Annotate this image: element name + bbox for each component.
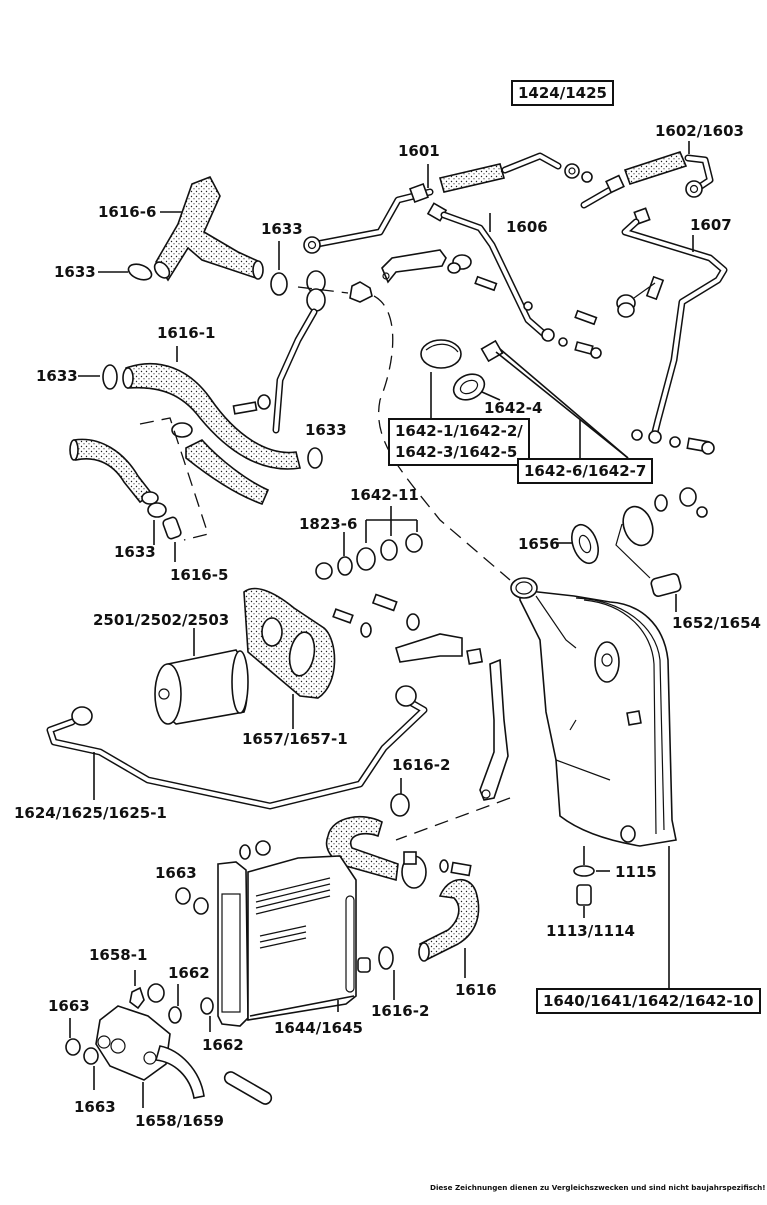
label-1658-1: 1658-1 (89, 946, 148, 964)
label-1633-c: 1633 (36, 367, 78, 385)
label-1658-1659: 1658/1659 (135, 1112, 224, 1130)
label-1616-2-b: 1616-2 (371, 1002, 430, 1020)
dipstick-1642-6 (480, 339, 629, 459)
label-1663-a: 1663 (155, 864, 197, 882)
label-1823-6: 1823-6 (299, 515, 358, 533)
clamp-1616-2-a (390, 778, 410, 817)
label-1616-5: 1616-5 (170, 566, 229, 584)
nuts-1663-1662 (65, 887, 214, 1090)
plate-1656 (556, 523, 599, 565)
label-1633-b: 1633 (261, 220, 303, 238)
dipstick-tube-parts (232, 270, 511, 581)
label-1663-b: 1663 (48, 997, 90, 1015)
label-box-1424-1425: 1424/1425 (511, 80, 614, 106)
label-1656: 1656 (518, 535, 560, 553)
label-1616-2-a: 1616-2 (392, 756, 451, 774)
clamp-1616-2-b (378, 946, 395, 1000)
sender-1652-1654 (615, 487, 708, 612)
clamp-1633-a (98, 263, 153, 281)
oil-tank-1640 (510, 577, 677, 988)
filter-adapter-1657 (243, 587, 336, 729)
filler-cap-1642-1 (420, 339, 462, 418)
label-1642-4: 1642-4 (484, 399, 543, 417)
bracket-parts (381, 249, 635, 326)
oil-filter-2501 (154, 628, 249, 725)
label-1606: 1606 (506, 218, 548, 236)
mounting-hardware-1642-11 (315, 506, 484, 665)
label-1662-a: 1662 (168, 964, 210, 982)
pipe-clip (401, 851, 472, 889)
oil-line-1607 (616, 207, 728, 455)
oil-line-1606 (426, 202, 602, 359)
label-1602-1603: 1602/1603 (655, 122, 744, 140)
hose-1616-6 (153, 175, 264, 282)
label-1113-1114: 1113/1114 (546, 922, 635, 940)
oil-pump-1658 (95, 1005, 205, 1108)
label-1633-e: 1633 (114, 543, 156, 561)
label-2501-2502-2503: 2501/2502/2503 (93, 611, 230, 629)
clamp-1633-e (147, 502, 167, 545)
hose-1616-1 (122, 362, 301, 470)
label-1662-b: 1662 (202, 1036, 244, 1054)
label-1633-d: 1633 (305, 421, 347, 439)
label-1644-1645: 1644/1645 (274, 1019, 363, 1037)
hose-short-left (69, 438, 159, 505)
label-1607: 1607 (690, 216, 732, 234)
label-1657-1657-1: 1657/1657-1 (242, 730, 348, 748)
oil-line-1602-1603 (580, 151, 714, 209)
pin-part (223, 1071, 273, 1105)
oil-pipe-1624 (46, 685, 428, 810)
washer-1115 (573, 846, 610, 877)
label-1601: 1601 (398, 142, 440, 160)
clamp-1633-d (307, 447, 323, 469)
label-1616: 1616 (455, 981, 497, 999)
label-cap-group-line2: 1642-3/1642-5 (395, 443, 518, 461)
label-1624-1625-1625-1: 1624/1625/1625-1 (14, 804, 167, 822)
clamp-1633-b (270, 241, 288, 296)
hose-short-right (171, 422, 270, 506)
label-1616-6: 1616-6 (98, 203, 157, 221)
label-1633-a: 1633 (54, 263, 96, 281)
label-box-dipstick-group: 1642-6/1642-7 (517, 458, 654, 484)
label-1115: 1115 (615, 863, 657, 881)
group-bracket-1616-5 (139, 417, 209, 541)
label-1663-c: 1663 (74, 1098, 116, 1116)
drain-plug-1113 (576, 884, 592, 918)
bracket-rod (395, 658, 511, 841)
seal-1642-4 (452, 373, 501, 401)
hose-1616 (418, 878, 480, 978)
label-1642-11: 1642-11 (350, 486, 419, 504)
label-1616-1: 1616-1 (157, 324, 216, 342)
connector-1616-5 (162, 516, 182, 562)
clamp-1633-c (78, 364, 118, 390)
oil-cooler-1644 (217, 840, 371, 1027)
footer-disclaimer: Diese Zeichnungen dienen zu Vergleichszw… (430, 1183, 766, 1192)
label-box-tank-group: 1640/1641/1642/1642-10 (536, 988, 761, 1014)
label-box-filler-cap-group: 1642-1/1642-2/ 1642-3/1642-5 (388, 418, 530, 466)
oil-line-1601 (303, 152, 593, 254)
label-1652-1654: 1652/1654 (672, 614, 761, 632)
label-cap-group-line1: 1642-1/1642-2/ (395, 422, 523, 440)
